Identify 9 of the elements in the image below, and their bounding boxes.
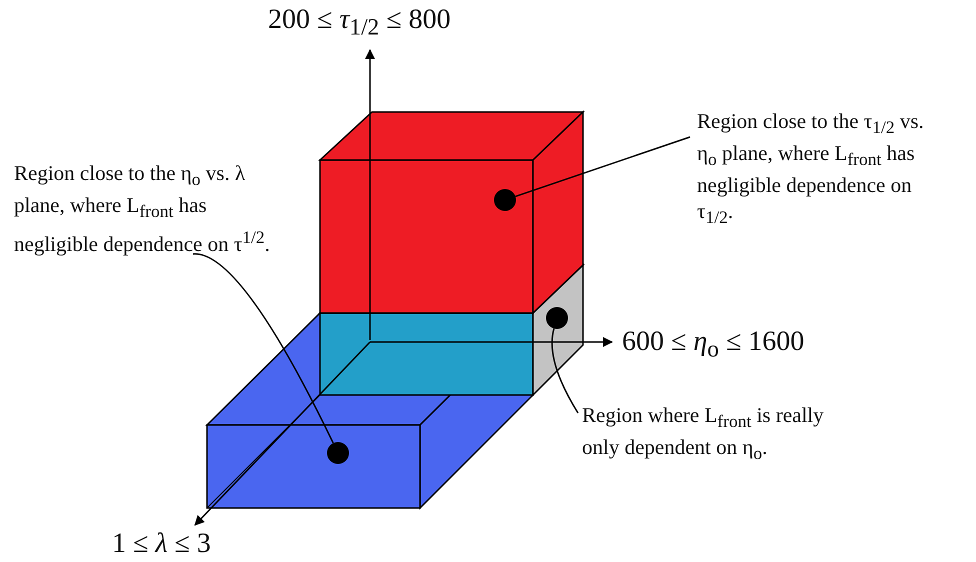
callout-text: Region close to the η$_{o}$ vs. λ plane, where L$_{front}$ has negligible dependence on τ$^{1/2}$. bbox=[14, 160, 286, 258]
leader-line bbox=[515, 136, 690, 198]
leader-line bbox=[192, 253, 334, 444]
leader-line bbox=[551, 328, 579, 414]
callout-text: Region close to the τ$_{1/2}$ vs. η$_{o}$ plane, where L$_{front}$ has negligible dependence on τ$_{1/2}$. bbox=[697, 108, 945, 231]
axis-range-label: 1 ≤ λ ≤ 3 bbox=[112, 528, 211, 560]
axis-range-label: 600 ≤ η$_{o}$ ≤ 1600 bbox=[622, 326, 804, 364]
callout-text: Region where L$_{front}$ is really only dependent on η$_{o}$. bbox=[582, 402, 857, 466]
axis-range-label: 200 ≤ τ$_{1/2}$ ≤ 800 bbox=[268, 4, 451, 42]
